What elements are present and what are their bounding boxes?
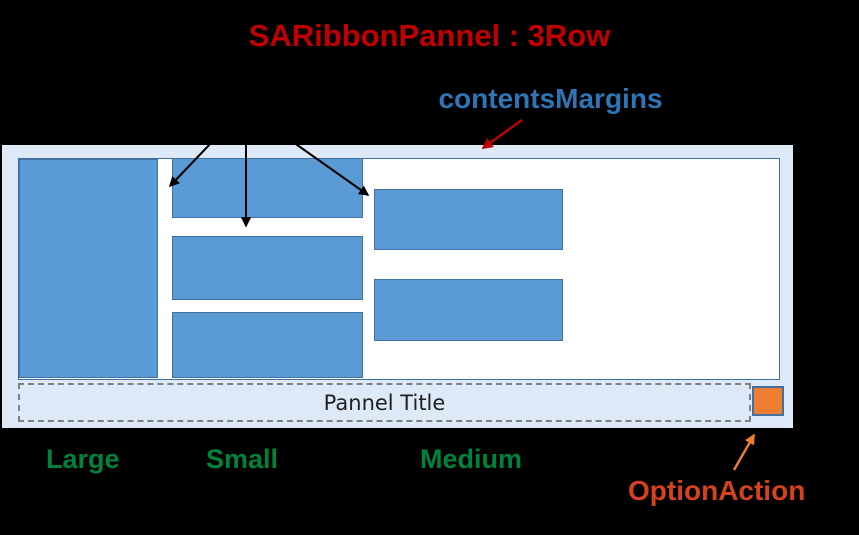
- pannel-item-medium-row1[interactable]: [374, 189, 563, 250]
- label-small: Small: [206, 444, 279, 474]
- contents-margins-label: contentsMargins: [438, 83, 663, 114]
- diagram-title: SARibbonPannel : 3Row: [248, 18, 611, 53]
- pannel-item-small-row3[interactable]: [172, 312, 363, 378]
- contents-margins-arrow: [481, 119, 523, 149]
- label-medium: Medium: [420, 444, 523, 474]
- contents-margins-label-wrap: contentsMargins: [0, 85, 859, 113]
- pannel-title-bar: [18, 383, 751, 422]
- label-option-action: OptionAction: [628, 475, 806, 506]
- option-action-arrow: [732, 433, 756, 471]
- pannel-item-small-row2[interactable]: [172, 236, 363, 300]
- label-large: Large: [46, 444, 120, 474]
- pannel-item-large[interactable]: [19, 159, 158, 378]
- pannel-item-small-row1[interactable]: [172, 158, 363, 218]
- option-action-button[interactable]: [752, 386, 784, 416]
- pannel-item-medium-row2[interactable]: [374, 279, 563, 341]
- pannel-title-label: Pannel Title: [323, 390, 446, 415]
